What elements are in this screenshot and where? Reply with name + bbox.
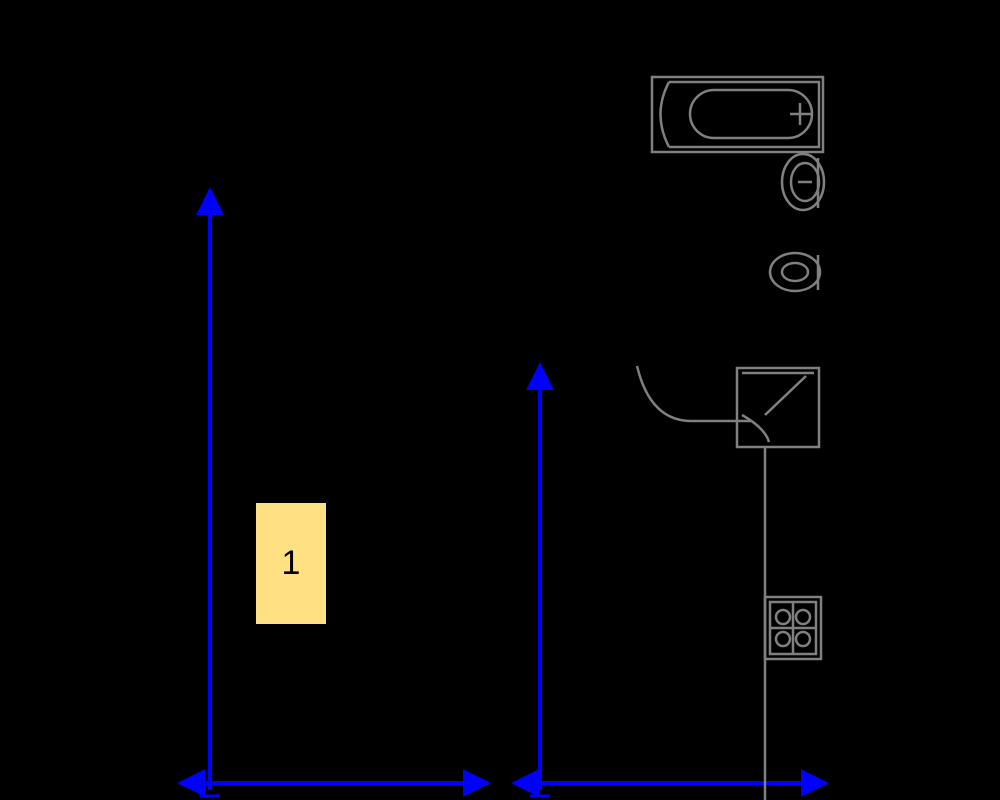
bathtub-icon [650,75,825,154]
area-label: 1 [256,503,326,624]
area-label-text: 1 [281,544,301,582]
stove-icon [763,595,823,661]
washbasin-icon [780,152,826,212]
dimension-lines [177,187,829,798]
toilet-icon [768,251,822,293]
shower-icon [635,365,821,449]
